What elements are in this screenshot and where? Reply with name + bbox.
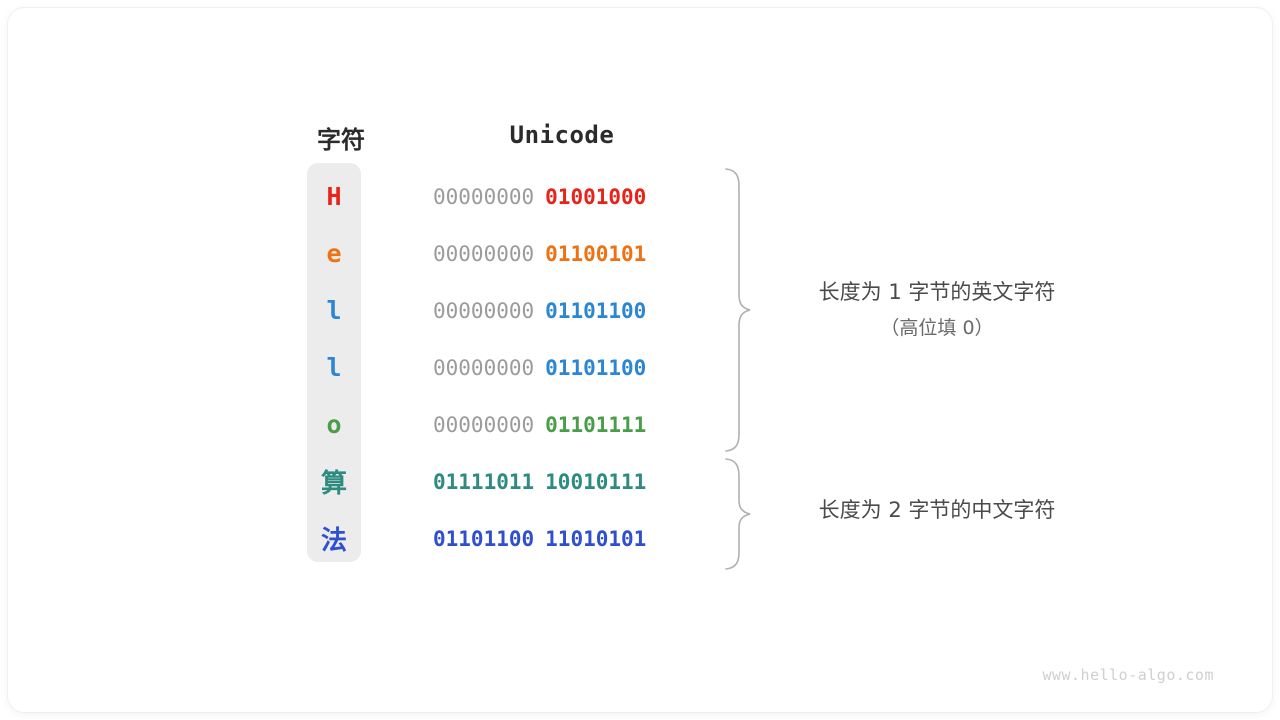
binary-cell: 00000000 01100101 (433, 225, 691, 282)
character-cell: e (326, 239, 342, 268)
diagram-stage: 字符 Unicode H 00000000 01001000 e 00000000 011… (8, 8, 1272, 712)
character-cell: 法 (320, 526, 347, 556)
character-column-panel (307, 163, 361, 562)
low-byte: 01101100 (545, 298, 647, 323)
character-cell: o (326, 410, 342, 439)
low-byte: 01101111 (545, 412, 647, 437)
high-byte: 00000000 (433, 184, 535, 209)
binary-cell: 00000000 01101100 (433, 282, 691, 339)
high-byte: 01111011 (433, 469, 535, 494)
high-byte: 00000000 (433, 412, 535, 437)
column-header-unicode: Unicode (509, 121, 615, 149)
binary-cell: 00000000 01101100 (433, 339, 691, 396)
diagram-card: 字符 Unicode H 00000000 01001000 e 00000000 011… (8, 8, 1272, 712)
annotation-one-byte: 长度为 1 字节的英文字符 （高位填 0） (763, 274, 1111, 346)
high-byte: 00000000 (433, 241, 535, 266)
high-byte: 00000000 (433, 298, 535, 323)
low-byte: 01101100 (545, 355, 647, 380)
low-byte: 01100101 (545, 241, 647, 266)
binary-cell: 01101100 11010101 (433, 510, 691, 567)
character-cell: H (326, 182, 342, 211)
high-byte: 01101100 (433, 526, 535, 551)
character-cell: 算 (320, 469, 347, 499)
character-cell: l (326, 296, 342, 325)
binary-cell: 00000000 01001000 (433, 168, 691, 225)
character-cell: l (326, 353, 342, 382)
low-byte: 10010111 (545, 469, 647, 494)
column-header-character: 字符 (317, 127, 365, 154)
watermark: www.hello-algo.com (1042, 666, 1214, 684)
brace-group-one-byte (725, 168, 751, 452)
annotation-two-bytes: 长度为 2 字节的中文字符 (763, 494, 1111, 526)
annotation-one-byte-sub: （高位填 0） (880, 317, 994, 339)
binary-cell: 00000000 01101111 (433, 396, 691, 453)
annotation-one-byte-main: 长度为 1 字节的英文字符 (818, 280, 1056, 304)
brace-group-two-bytes (725, 458, 751, 570)
high-byte: 00000000 (433, 355, 535, 380)
low-byte: 11010101 (545, 526, 647, 551)
low-byte: 01001000 (545, 184, 647, 209)
binary-cell: 01111011 10010111 (433, 453, 691, 510)
annotation-two-bytes-main: 长度为 2 字节的中文字符 (818, 498, 1056, 522)
